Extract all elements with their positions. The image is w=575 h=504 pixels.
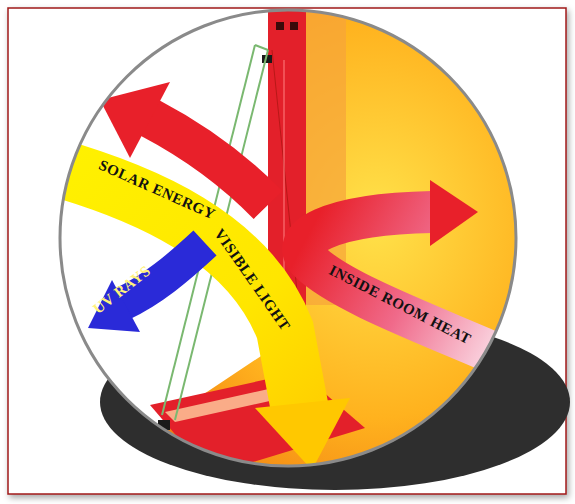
jamb-hole — [290, 22, 298, 30]
jamb-hole — [276, 22, 284, 30]
glass-pane — [255, 45, 268, 50]
lens-rim — [60, 10, 516, 466]
solar-arrowhead — [255, 398, 350, 470]
window-section — [20, 5, 560, 480]
heat-arrowhead — [430, 180, 478, 246]
spacer — [168, 442, 182, 452]
heat-arrow — [303, 212, 510, 360]
